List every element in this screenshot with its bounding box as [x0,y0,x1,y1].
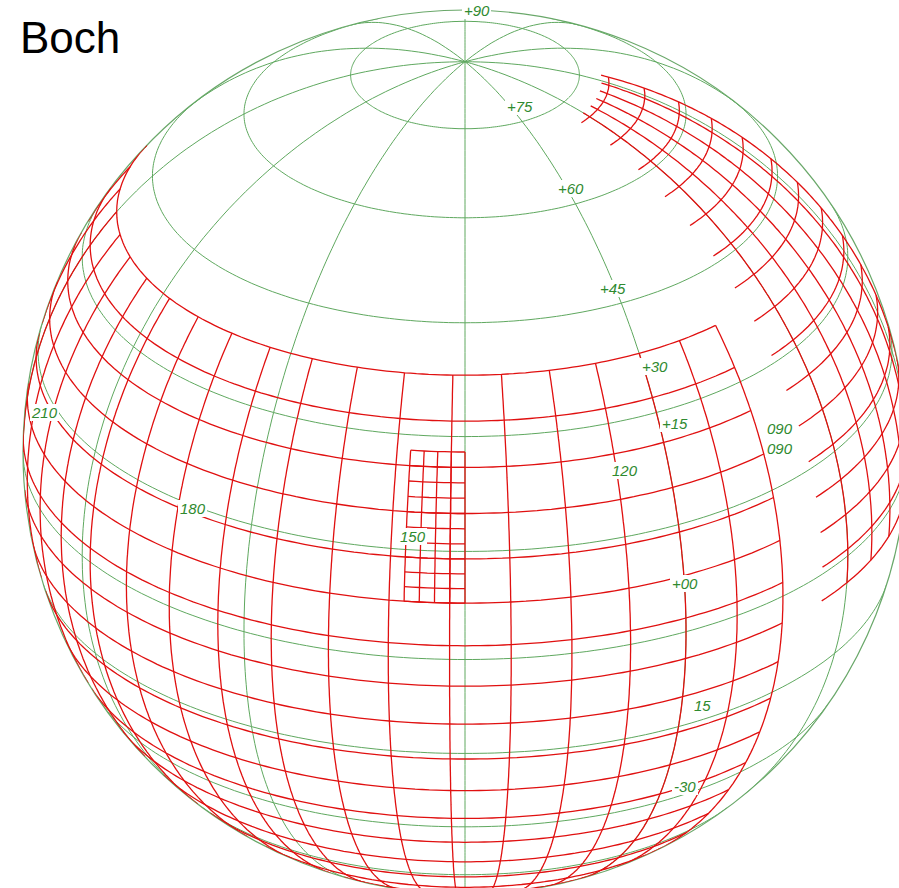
tile-column [419,451,424,602]
tile-row [50,281,764,513]
sphere-outline [23,10,899,888]
coordinate-grid [23,10,899,888]
tile-column [659,325,783,849]
tile-column [388,373,428,888]
tile-row [690,137,743,225]
tile-column [126,317,247,837]
grid-label: 180 [178,500,207,517]
grid-label: +45 [598,280,627,297]
tile-row [713,159,772,256]
title-text: Boch [20,12,120,64]
tile-column [596,99,890,537]
grid-label: 15 [692,697,713,714]
grid-label: 210 [30,404,59,421]
grid-label: +00 [670,575,699,592]
tile-column [487,374,511,888]
tile-column [583,113,848,583]
grid-label: +90 [462,2,491,19]
tile-row [772,236,844,356]
grid-label: +60 [556,180,585,197]
tile-row [344,877,585,888]
grid-label: 090 [765,440,794,457]
tile-column [90,298,197,804]
grid-label: -30 [672,778,698,795]
tile-column [23,212,117,452]
tile-column [435,452,438,603]
tile-column [169,333,291,858]
meridian-line [465,62,466,888]
tile-column [591,106,872,560]
tile-row [25,490,783,686]
tile-row [117,145,716,375]
tile-row [809,327,890,462]
tile-column [40,257,130,683]
tile-column [601,75,899,370]
tile-column [218,347,331,873]
grid-label: 150 [398,528,427,545]
grid-label: +30 [640,358,669,375]
tile-column [404,450,411,601]
tile-row [45,591,770,759]
tile-row [123,732,729,842]
grid-label: 120 [610,462,639,479]
tile-column [88,167,130,221]
tile-column [450,452,452,603]
tile-column [145,145,147,147]
tile-column [61,278,147,756]
meridian-line [465,62,899,452]
grid-label: +75 [505,98,534,115]
tile-column [27,235,120,578]
tile-row [68,233,751,468]
parallel-line [153,98,778,322]
parallel-line [244,19,686,218]
tile-row [266,847,661,888]
tile-column [42,189,120,323]
grid-label: 090 [765,420,794,437]
tile-column [517,370,572,888]
meridian-line [244,62,465,879]
parallel-line [23,452,899,660]
tile-column [581,353,687,878]
tile-column [328,367,397,888]
meridian-line [465,62,686,879]
tile-row [27,383,780,603]
tile-column [271,359,365,883]
parallel-line [82,204,848,436]
parallel-line [351,21,580,128]
meridian-line [190,48,465,106]
tile-row [66,642,760,791]
tile-row [638,102,679,170]
tile-row [90,188,734,421]
survey-tiles [23,75,899,888]
tile-column [464,452,465,603]
grid-label: +15 [660,415,689,432]
tile-column [617,341,737,867]
tile-column [600,91,899,512]
tile-column [602,83,899,483]
tile-row [92,689,746,819]
